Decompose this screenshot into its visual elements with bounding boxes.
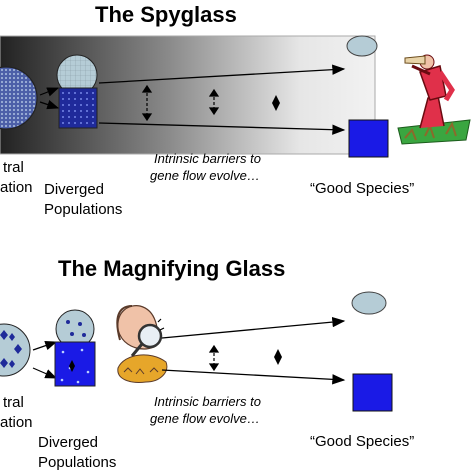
spyglass-band [0,35,376,155]
split-arrow [39,100,60,110]
ancestral-label-line2: ation [0,179,33,196]
diverged-label-line2: Populations [44,201,123,218]
good-species-ellipse-2 [351,291,387,315]
split-arrow [39,87,60,97]
panel-title-spyglass: The Spyglass [95,2,237,27]
diverged-population-square [58,87,98,129]
person-with-magnifying-glass-icon [116,305,168,383]
good-species-ellipse [346,35,378,57]
barrier-diamond [272,95,280,111]
barrier-diamond-2 [274,349,282,365]
good-species-label: “Good Species” [310,180,415,197]
diverged-population-square-2 [54,341,96,387]
barrier-double-arrow-2 [208,344,220,372]
barrier-double-arrow-short [208,88,220,116]
good-species-square-2 [352,373,393,412]
diverged-label-line2-2: Populations [38,454,117,471]
ancestral-label-line2-2: ation [0,414,33,431]
lineage-arrow-upper [98,64,346,84]
barrier-label-line1-2: Intrinsic barriers to [154,394,261,409]
person-with-spyglass-icon [397,54,471,145]
ancestral-diamond-pattern [0,330,22,368]
lineage-arrow-lower [98,122,346,135]
ancestral-label-line1-2: tral [3,394,24,411]
ancestral-label-line1: tral [3,159,24,176]
split-arrow [32,341,58,351]
barrier-label-line2: gene flow evolve… [150,168,260,183]
barrier-label-line1: Intrinsic barriers to [154,151,261,166]
good-species-label-2: “Good Species” [310,433,415,450]
lineage-arrow-upper-2 [161,316,346,339]
diverged-label-line1-2: Diverged [38,434,99,451]
good-species-square [348,119,389,158]
barrier-label-line2-2: gene flow evolve… [150,411,260,426]
diverged-label-line1: Diverged [44,181,105,198]
barrier-double-arrow [141,84,153,122]
panel-title-magnifying-glass: The Magnifying Glass [58,256,286,281]
ancestral-population-circle [0,66,38,130]
lineage-arrow-lower-2 [161,369,346,385]
split-arrow [32,367,58,379]
